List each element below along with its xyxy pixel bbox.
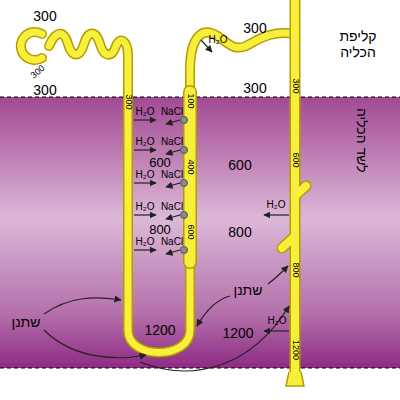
osmolarity-value: 300 <box>243 21 266 35</box>
osmolarity-value: 600 <box>149 156 171 169</box>
tube-value: 300 <box>124 94 133 109</box>
tube-value: 300 <box>291 78 300 93</box>
salt-flow: NaCl <box>161 107 183 117</box>
tube-value: 800 <box>291 262 300 277</box>
tube-value: 1200 <box>291 340 300 360</box>
medulla-band: לשד הכליה <box>0 97 400 368</box>
water-flow: H₂O <box>209 35 228 45</box>
water-flow: H₂O <box>136 137 155 147</box>
osmolarity-value: 1200 <box>222 326 253 340</box>
urea-label: שתנן <box>12 315 41 329</box>
osmolarity-value: 300 <box>33 83 56 97</box>
osmolarity-value: 1200 <box>144 323 175 337</box>
tube-value: 600 <box>186 224 195 239</box>
osmolarity-value: 800 <box>228 225 251 239</box>
osmolarity-value: 300 <box>29 64 46 81</box>
salt-flow: NaCl <box>161 237 183 247</box>
region-label: קליפת הכליה <box>321 28 395 60</box>
salt-flow: NaCl <box>161 170 183 180</box>
tube-value: 100 <box>186 93 195 108</box>
osmolarity-value: 300 <box>33 9 56 23</box>
osmolarity-value: 800 <box>149 223 171 236</box>
water-flow: H₂O <box>267 200 286 210</box>
salt-flow: NaCl <box>161 137 183 147</box>
osmolarity-value: 300 <box>243 81 266 95</box>
tube-value: 600 <box>291 152 300 167</box>
water-flow: H₂O <box>136 202 155 212</box>
water-flow: H₂O <box>136 237 155 247</box>
water-flow: H₂O <box>136 107 155 117</box>
region-label: לשד הכליה <box>354 108 370 173</box>
water-flow: H₂O <box>136 170 155 180</box>
urea-label: שתנן <box>234 283 263 297</box>
cortex-band: קליפת הכליה <box>0 0 400 97</box>
salt-flow: NaCl <box>161 202 183 212</box>
water-flow: H₂O <box>268 316 287 326</box>
tube-value: 400 <box>186 159 195 174</box>
osmolarity-value: 600 <box>228 158 251 172</box>
